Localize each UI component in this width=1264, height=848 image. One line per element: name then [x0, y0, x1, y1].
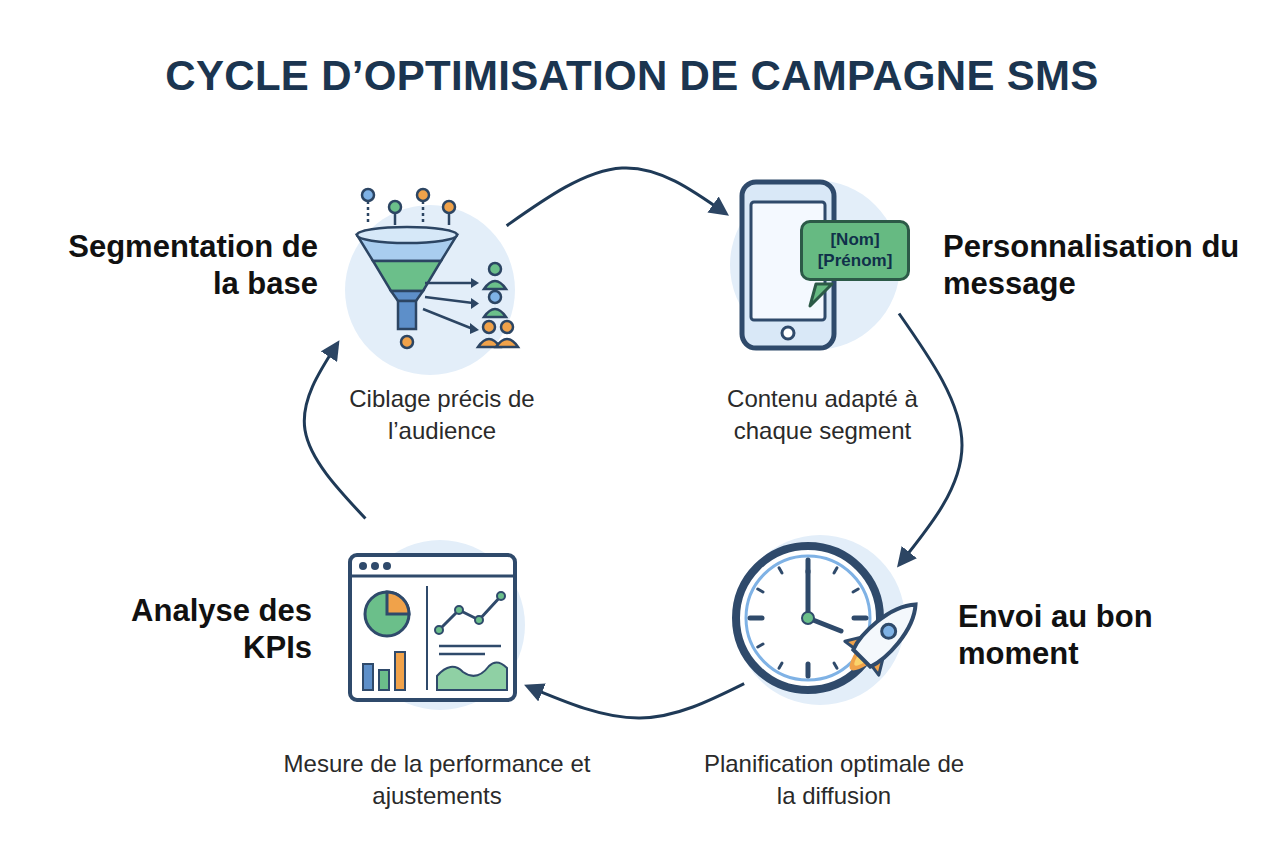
step-description: Mesure de la performance et ajustements: [277, 748, 597, 813]
step-icon: [355, 540, 525, 710]
step-heading: Envoi au bon moment: [958, 598, 1190, 672]
step-icon: [735, 535, 905, 705]
step-heading: Personnalisation du message: [943, 228, 1248, 302]
step-circle: Segmentation de la baseCiblage précis de…: [345, 205, 515, 375]
step-circle: Analyse des KPIsMesure de la performance…: [355, 540, 525, 710]
placeholder-text: [Nom] [Prénom]: [809, 229, 901, 272]
cycle-arrow: [528, 684, 745, 718]
step-circle: Personnalisation du messageContenu adapt…: [730, 180, 900, 350]
step-description: Planification optimale de la diffusion: [694, 748, 974, 813]
cycle-arrow: [507, 168, 726, 226]
step-heading: Segmentation de la base: [58, 228, 318, 302]
step-icon: [345, 205, 515, 375]
step-heading: Analyse des KPIs: [102, 592, 312, 666]
diagram-title: CYCLE D’OPTIMISATION DE CAMPAGNE SMS: [0, 52, 1264, 100]
step-description: Ciblage précis de l’audience: [332, 383, 552, 448]
cycle-arrow: [304, 344, 365, 519]
step-description: Contenu adapté à chaque segment: [705, 383, 940, 448]
step-circle: Envoi au bon momentPlanification optimal…: [735, 535, 905, 705]
speech-bubble: [Nom] [Prénom]: [800, 220, 910, 281]
